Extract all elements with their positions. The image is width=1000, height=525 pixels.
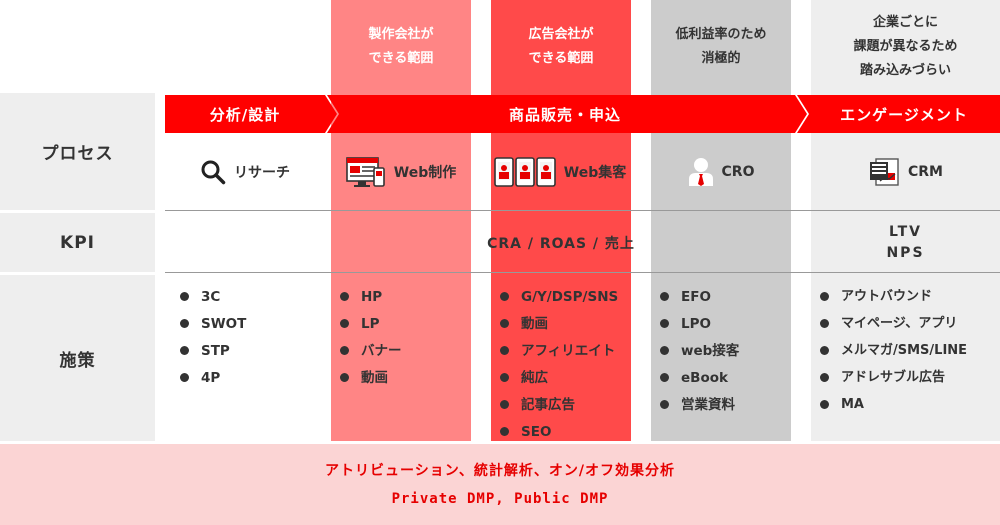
crm-document-icon (870, 158, 899, 186)
header-ad-line1: 広告会社が (528, 26, 594, 42)
tool-crm: CRM (811, 155, 1000, 189)
tool-web-acquisition-label: Web集客 (563, 165, 627, 181)
list-item: メルマガ/SMS/LINE (820, 342, 967, 369)
list-item: STP (180, 342, 246, 369)
kpi-main: CRA / ROAS / 売上 (487, 235, 635, 252)
header-ad-line2: できる範囲 (528, 50, 594, 66)
tool-research-label: リサーチ (234, 165, 290, 181)
divider-kpi-measures (165, 272, 1000, 273)
header-production-line2: できる範囲 (368, 50, 434, 66)
list-item: LPO (660, 315, 739, 342)
measures-production-list: HP LP バナー 動画 (340, 288, 402, 396)
header-cro: 低利益率のため消極的 (651, 0, 791, 93)
header-production: 製作会社ができる範囲 (331, 0, 471, 93)
list-item: 記事広告 (500, 396, 618, 423)
list-item: eBook (660, 369, 739, 396)
kpi-nps: NPS (886, 244, 925, 261)
measures-analysis-list: 3C SWOT STP 4P (180, 288, 246, 396)
list-item: 純広 (500, 369, 618, 396)
row-label-kpi: KPI (0, 213, 155, 272)
phase-arrow-sales (327, 95, 807, 133)
list-item: EFO (660, 288, 739, 315)
list-item: G/Y/DSP/SNS (500, 288, 618, 315)
list-item: SWOT (180, 315, 246, 342)
search-icon (201, 160, 226, 185)
phase-arrow-engagement (797, 95, 1000, 133)
kpi-ltv: LTV (889, 223, 922, 240)
phase-arrow-band (165, 95, 1000, 133)
tool-web-production: Web制作 (331, 155, 471, 189)
footer-line2: Private DMP, Public DMP (391, 490, 609, 507)
list-item: アフィリエイト (500, 342, 618, 369)
list-item: 動画 (500, 315, 618, 342)
list-item: web接客 (660, 342, 739, 369)
measures-cro-list: EFO LPO web接客 eBook 営業資料 (660, 288, 739, 423)
tool-web-production-label: Web制作 (393, 165, 457, 181)
list-item: アドレサブル広告 (820, 369, 967, 396)
person-icon (688, 158, 713, 186)
phase-sales: 商品販売・申込 (508, 105, 621, 124)
footer-band: アトリビューション、統計解析、オン/オフ効果分析 Private DMP, Pu… (0, 444, 1000, 525)
tool-cro-label: CRO (721, 164, 755, 180)
list-item: 4P (180, 369, 246, 396)
row-label-process: プロセス (0, 93, 155, 210)
list-item: HP (340, 288, 402, 315)
phase-analysis: 分析/設計 (209, 105, 281, 124)
header-crm: 企業ごとに課題が異なるため踏み込みづらい (811, 0, 1000, 93)
list-item: SEO (500, 423, 618, 450)
list-item: LP (340, 315, 402, 342)
divider-process-kpi (165, 210, 1000, 211)
header-crm-line1: 企業ごとに (872, 14, 938, 30)
header-cro-line1: 低利益率のため (675, 26, 767, 42)
list-item: アウトバウンド (820, 288, 967, 315)
header-production-line1: 製作会社が (368, 26, 434, 42)
header-cro-line2: 消極的 (701, 50, 741, 66)
row-label-measures: 施策 (0, 275, 155, 441)
list-item: マイページ、アプリ (820, 315, 967, 342)
list-item: 動画 (340, 369, 402, 396)
kpi-crm: LTV NPS (811, 213, 1000, 272)
web-acquisition-icon (493, 157, 556, 187)
list-item: バナー (340, 342, 402, 369)
footer-line1: アトリビューション、統計解析、オン/オフ効果分析 (325, 462, 675, 479)
header-crm-line3: 踏み込みづらい (859, 62, 951, 78)
web-production-icon (345, 157, 385, 187)
measures-crm-list: アウトバウンド マイページ、アプリ メルマガ/SMS/LINE アドレサブル広告… (820, 288, 967, 423)
phase-arrow-analysis (165, 95, 337, 133)
tool-research: リサーチ (165, 155, 325, 189)
phase-engagement: エンゲージメント (840, 105, 968, 124)
tool-crm-label: CRM (908, 164, 943, 180)
header-ad-agency: 広告会社ができる範囲 (491, 0, 631, 93)
measures-ads-list: G/Y/DSP/SNS 動画 アフィリエイト 純広 記事広告 SEO (500, 288, 618, 450)
list-item: MA (820, 396, 967, 423)
list-item: 3C (180, 288, 246, 315)
header-crm-line2: 課題が異なるため (853, 38, 958, 54)
tool-web-acquisition: Web集客 (485, 155, 635, 189)
tool-cro: CRO (651, 155, 791, 189)
list-item: 営業資料 (660, 396, 739, 423)
